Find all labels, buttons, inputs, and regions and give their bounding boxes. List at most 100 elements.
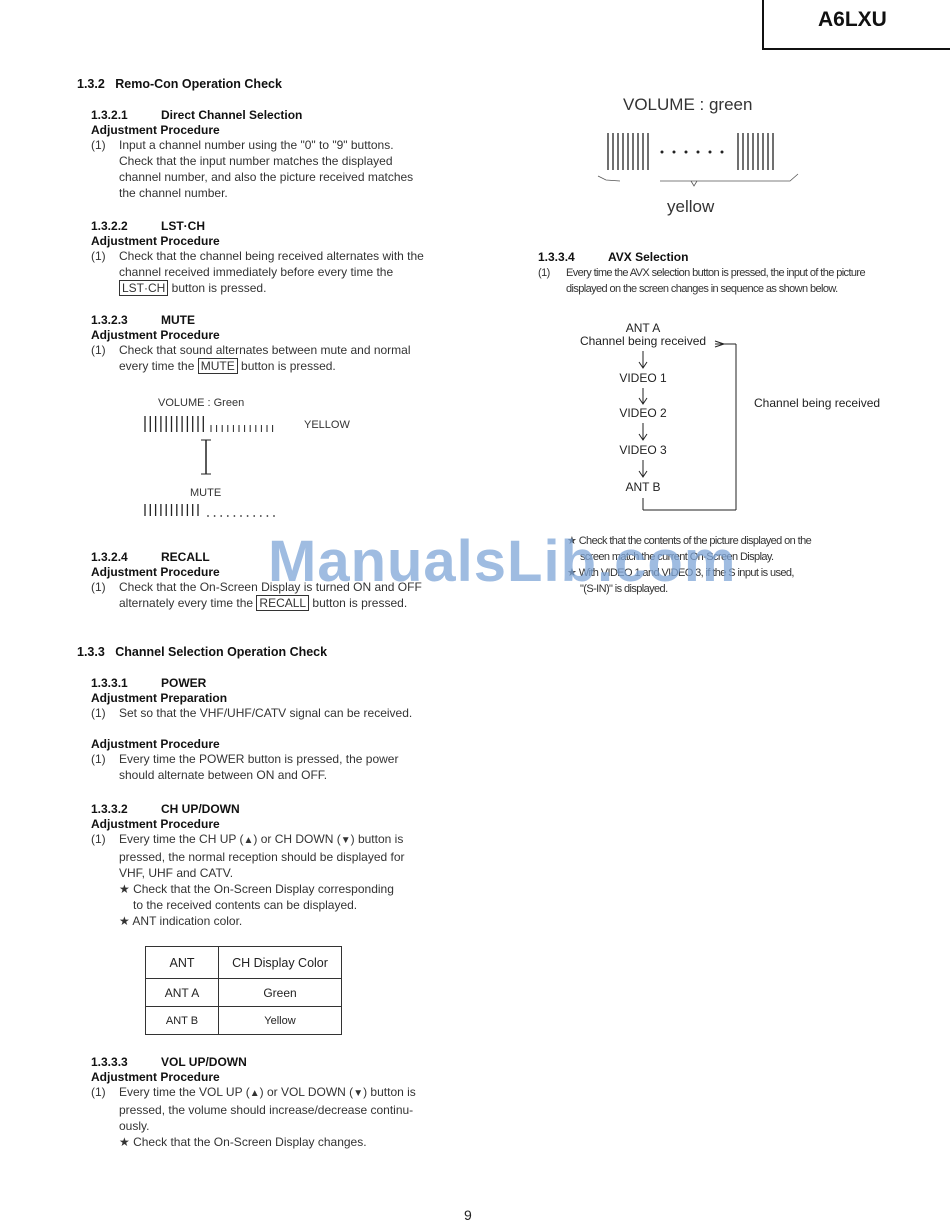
mute-volume-diagram: VOLUME : Green YELLOW MUTE	[144, 397, 350, 517]
up-triangle-icon: ▲	[249, 1088, 260, 1099]
text-line: the channel number.	[119, 186, 228, 200]
text-line: channel number, and also the picture rec…	[119, 170, 414, 184]
procedure-item: (1) Every time the POWER button is press…	[91, 751, 461, 783]
mute-bars-tall	[144, 504, 199, 516]
section-number: 1.3.2	[77, 77, 105, 91]
table-header-row: ANT CH Display Color	[145, 946, 342, 979]
text-line: Check that the channel being received al…	[119, 249, 424, 263]
note-line: ★ Check that the contents of the picture…	[567, 535, 812, 547]
subsection-number: 1.3.3.3	[91, 1055, 128, 1069]
table-row: ANT A Green	[145, 978, 342, 1007]
table-header: CH Display Color	[218, 946, 342, 979]
item-number: (1)	[91, 706, 106, 720]
note-line: ★ Check that the On-Screen Display chang…	[119, 1135, 367, 1149]
text-line: pressed, the normal reception should be …	[119, 850, 405, 864]
note-line: to the received contents can be displaye…	[133, 898, 358, 912]
dot-mark	[708, 150, 712, 154]
item-number: (1)	[91, 138, 106, 152]
text-line: Input a channel number using the "0" to …	[119, 138, 394, 152]
dot-mark	[220, 515, 223, 517]
down-triangle-icon: ▼	[353, 1088, 364, 1099]
section-1-3-3-4: 1.3.3.4 AVX Selection (1) Every time the …	[538, 250, 918, 297]
text-line: Every time the CH UP (	[119, 832, 244, 846]
down-arrow-icon	[638, 460, 648, 478]
volume-green-yellow-diagram: VOLUME : green yellow	[597, 95, 799, 216]
dot-mark	[226, 515, 229, 517]
procedure-item: (1) Check that the channel being receive…	[91, 248, 461, 296]
mute-dots	[207, 515, 275, 517]
brace-point	[690, 180, 698, 187]
subsection-number: 1.3.2.1	[91, 108, 128, 122]
dot-mark	[240, 515, 242, 517]
text-line: Every time the VOL UP (	[119, 1085, 250, 1099]
down-arrow-icon	[638, 351, 648, 369]
mute-label: MUTE	[190, 487, 221, 499]
subsection-title: VOL UP/DOWN	[161, 1055, 247, 1069]
dot-mark	[696, 150, 700, 154]
bars-right	[737, 133, 774, 170]
flow-ant-a: ANT A	[626, 321, 660, 335]
table-cell: ANT A	[145, 978, 219, 1007]
section-title: Channel Selection Operation Check	[115, 645, 328, 659]
subsection-title: MUTE	[161, 313, 195, 327]
section-1-3-3-heading: 1.3.3 Channel Selection Operation Check	[77, 645, 327, 659]
dot-mark	[720, 150, 724, 154]
text-line: channel received immediately before ever…	[119, 265, 394, 279]
text-line: Every time the POWER button is pressed, …	[119, 752, 399, 766]
brace-left	[597, 175, 621, 182]
item-number: (1)	[91, 343, 106, 357]
brace-right	[660, 173, 799, 182]
section-1-3-2-heading: 1.3.2 Remo-Con Operation Check	[77, 77, 282, 91]
green-bars-left	[607, 133, 649, 170]
item-number: (1)	[91, 580, 106, 594]
subsection-title: Direct Channel Selection	[161, 108, 303, 122]
subsection-number: 1.3.3.1	[91, 676, 128, 690]
subsection-number: 1.3.2.4	[91, 550, 128, 564]
section-title: Remo-Con Operation Check	[115, 77, 282, 91]
page-number: 9	[464, 1207, 472, 1223]
lst-ch-button-label: LST·CH	[119, 280, 169, 296]
item-number: (1)	[91, 1085, 106, 1099]
subsection-title: LST·CH	[161, 219, 205, 233]
yellow-title: yellow	[667, 197, 715, 216]
subsection-number: 1.3.2.3	[91, 313, 128, 327]
volume-bars-tall	[144, 416, 204, 432]
subsection-number: 1.3.3.2	[91, 802, 128, 816]
text-line: ) or CH DOWN (	[253, 832, 341, 846]
table-header: ANT	[145, 946, 219, 979]
mute-button-label: MUTE	[197, 358, 238, 374]
subsection-number: 1.3.2.2	[91, 219, 128, 233]
volume-bars-short	[210, 425, 274, 432]
recall-button-label: RECALL	[256, 595, 310, 611]
item-number: (1)	[91, 752, 106, 766]
dot-mark	[259, 515, 262, 517]
avx-notes: ★ Check that the contents of the picture…	[567, 533, 897, 597]
table-cell: Yellow	[218, 1006, 342, 1035]
flow-video3: VIDEO 3	[619, 443, 667, 457]
table-cell: ANT B	[145, 1006, 219, 1035]
down-arrow-icon	[638, 423, 648, 441]
text-line: button is pressed.	[168, 281, 267, 295]
procedure-label: Adjustment Procedure	[91, 817, 220, 831]
procedure-item: (1) Every time the AVX selection button …	[538, 265, 918, 297]
dot-mark	[660, 150, 664, 154]
text-line: every time the	[119, 359, 198, 373]
text-line: ) button is	[350, 832, 404, 846]
flow-channel-received: Channel being received	[580, 334, 706, 348]
preparation-item: (1) Set so that the VHF/UHF/CATV signal …	[91, 705, 461, 721]
ant-color-table: ANT CH Display Color ANT A Green ANT B Y…	[145, 946, 342, 1035]
subsection-title: AVX Selection	[608, 250, 689, 264]
flow-ant-b: ANT B	[625, 480, 660, 494]
preparation-label: Adjustment Preparation	[91, 691, 228, 705]
model-header-box: A6LXU	[762, 0, 950, 50]
subsection-number: 1.3.3.4	[538, 250, 575, 264]
text-line: ) or VOL DOWN (	[259, 1085, 354, 1099]
manualslib-watermark: ManualsLib.com	[268, 529, 737, 594]
note-line: screen match the current On-Screen Displ…	[580, 551, 774, 563]
model-number: A6LXU	[818, 8, 887, 31]
